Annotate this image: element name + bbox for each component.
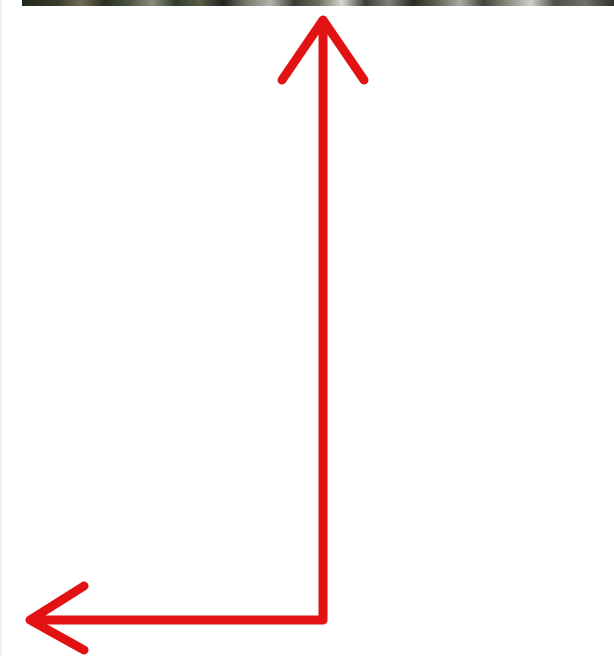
canvas	[0, 0, 614, 656]
red-arrow-drawing	[0, 0, 614, 656]
